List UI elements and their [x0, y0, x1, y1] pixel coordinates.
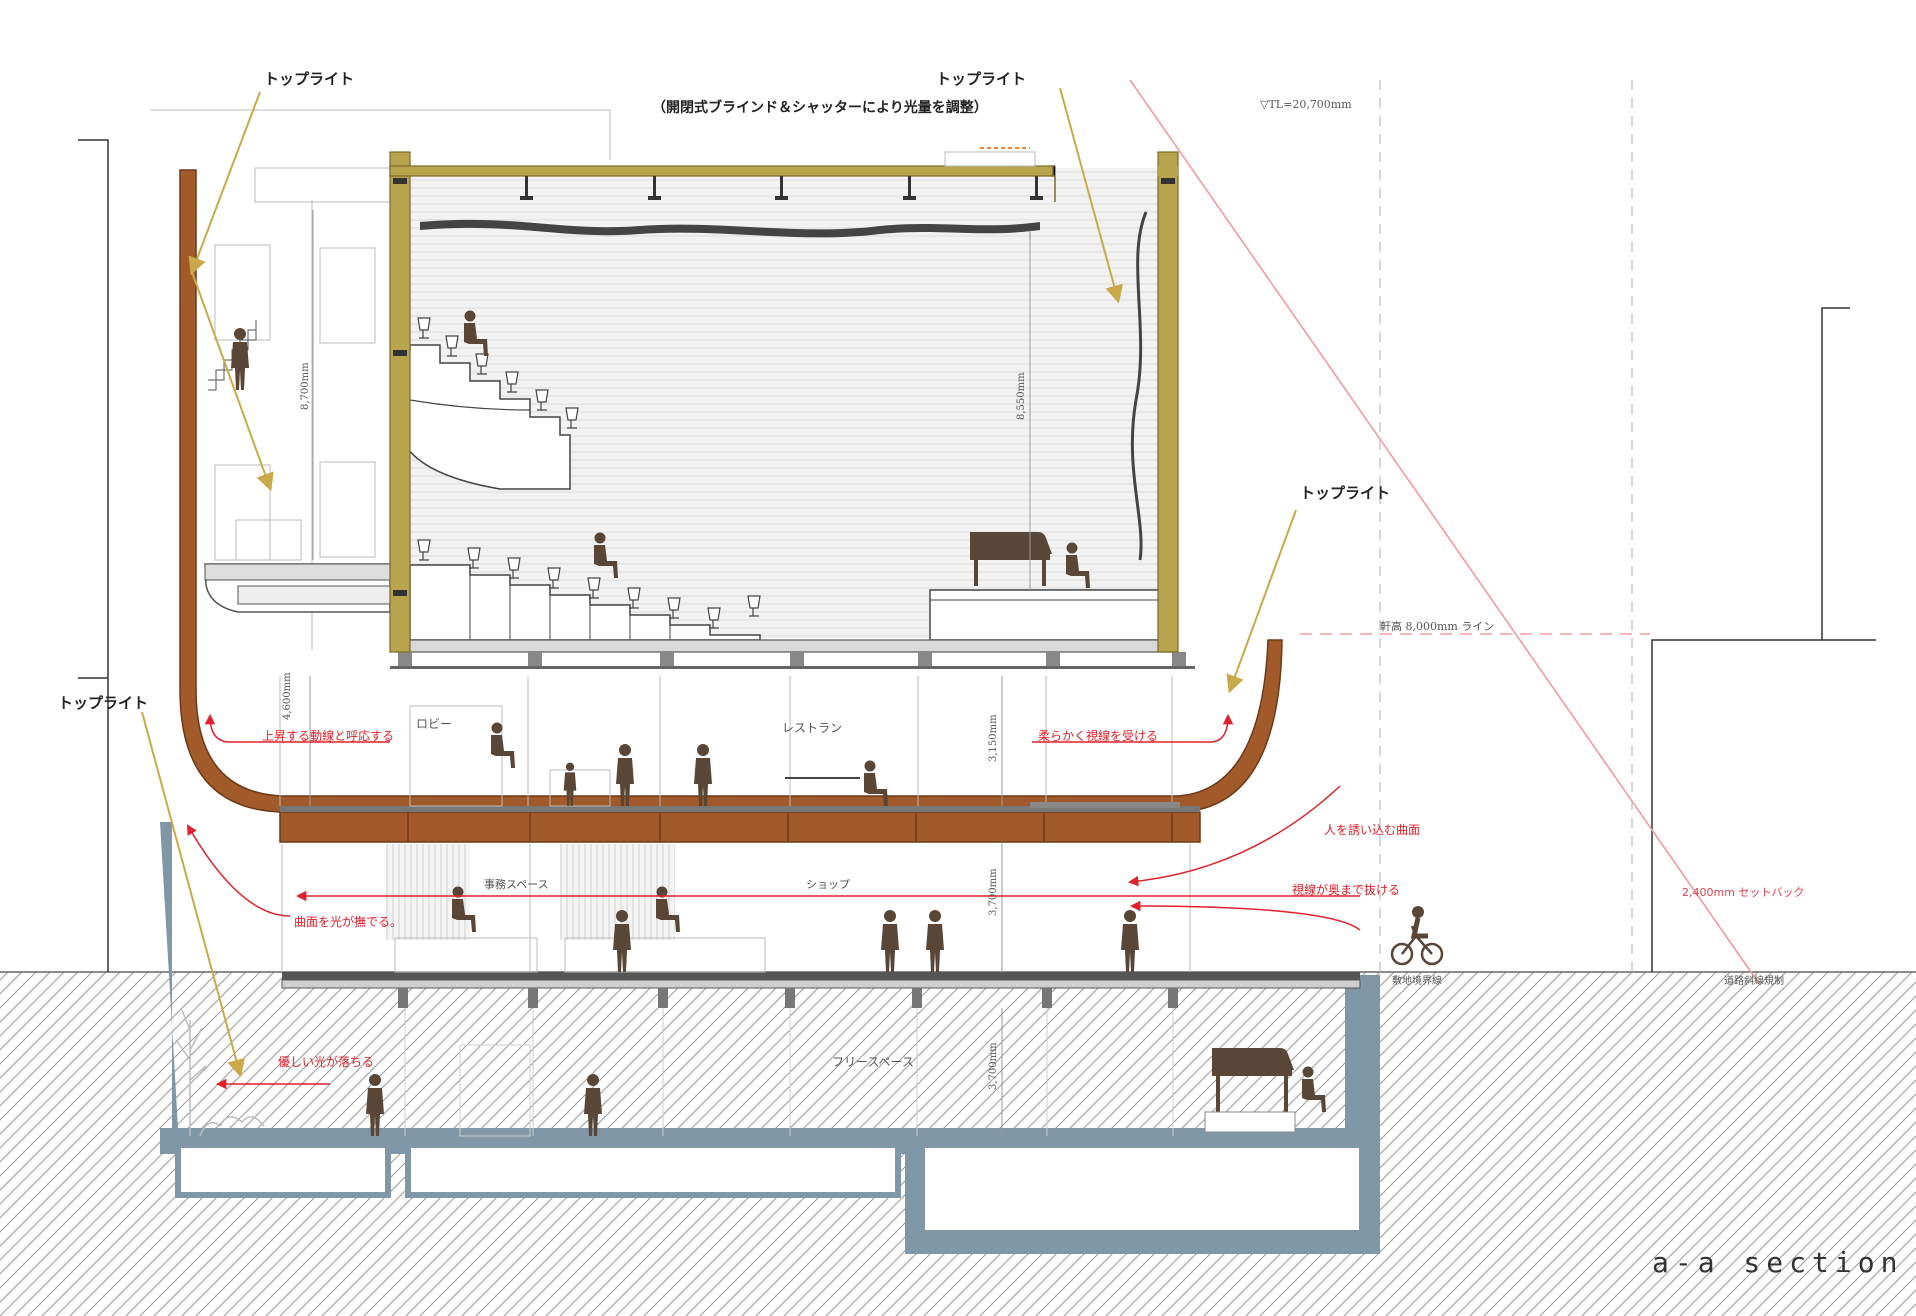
dim-eaves: 軒高 8,000mm ライン: [1380, 619, 1494, 633]
flow-label-rising: 上昇する動線と呼応する: [262, 728, 394, 743]
stage-piano: [970, 532, 1052, 586]
flow-label-light-caress: 曲面を光が撫でる。: [294, 914, 402, 929]
section-title: a-a section: [1652, 1246, 1903, 1279]
hall-floor-slab: [394, 639, 1176, 653]
toplight-note-b: （開閉式ブラインド＆シャッターにより光量を調整）: [652, 99, 988, 116]
basement-tree: [175, 1009, 265, 1137]
toplight-label-a: トップライト: [264, 70, 354, 88]
main-seating: [409, 539, 761, 641]
room-label-free-space: フリースペース: [832, 1055, 914, 1069]
grid-lines: [1379, 80, 1633, 972]
road-slant-line: [1129, 79, 1761, 986]
flow-arrows: [186, 713, 1361, 1090]
dim-road-line: 道路斜線規制: [1724, 974, 1784, 987]
curved-shell: [179, 169, 1283, 843]
lobby-balcony: [204, 563, 391, 613]
dim-level1: 3,700mm: [988, 868, 999, 916]
basement-piano: [1212, 1048, 1294, 1112]
hall-frame: [389, 147, 1179, 653]
dimension-lines: [309, 210, 1031, 1136]
toplight-label-c: トップライト: [1300, 484, 1390, 502]
room-label-lobby: ロビー: [416, 717, 452, 731]
room-label-restaurant: レストラン: [782, 721, 842, 735]
toplight-arrows: [141, 87, 1297, 1078]
dim-level2-mid: 3,150mm: [988, 714, 999, 762]
cyclist: [1390, 906, 1444, 966]
dim-basement: 3,700mm: [988, 1042, 999, 1090]
stage: [929, 589, 1163, 641]
flow-label-soft-gaze: 柔らかく視線を受ける: [1038, 728, 1158, 743]
basement-structure: [160, 822, 1380, 1254]
flow-label-invite-curve: 人を誘い込む曲面: [1324, 823, 1420, 837]
dim-hall-inner: 8,550mm: [1016, 372, 1027, 420]
flow-label-gentle-light: 優しい光が落ちる: [278, 1054, 374, 1069]
restaurant-interior: [279, 676, 1180, 808]
dim-site-boundary: 敷地境界線: [1392, 974, 1442, 987]
room-label-office: 事務スペース: [484, 877, 549, 891]
room-label-shop: ショップ: [806, 878, 850, 891]
dim-tl: ▽TL=20,700mm: [1260, 98, 1352, 111]
basement-columns: [398, 988, 1178, 1008]
toplight-label-d: トップライト: [58, 694, 148, 712]
hall-balcony: [407, 317, 579, 490]
dim-hall-left: 8,700mm: [300, 362, 311, 410]
toplight-label-b: トップライト: [936, 70, 1026, 88]
ground-floor-interior: [281, 844, 1191, 973]
neighbour-outlines: [78, 109, 1876, 972]
flow-label-gaze-through: 視線が奥まで抜ける: [1292, 882, 1400, 897]
dim-level2-left: 4,600mm: [282, 672, 293, 720]
dim-setback: 2,400mm セットバック: [1682, 886, 1804, 899]
hall-slab-beams: [398, 652, 1186, 666]
